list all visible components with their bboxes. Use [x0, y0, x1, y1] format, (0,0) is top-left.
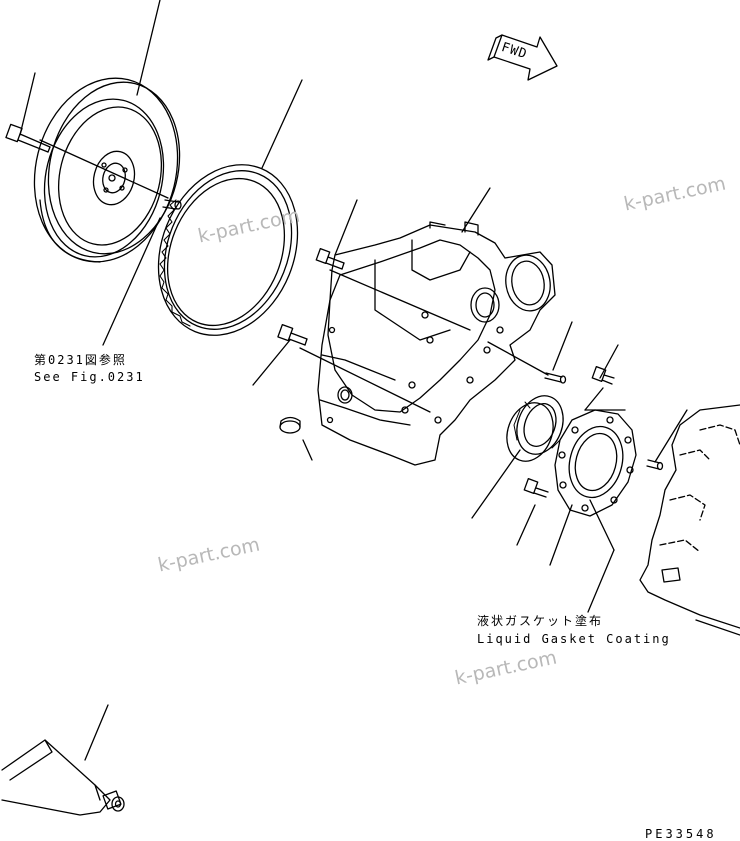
bolt-right [591, 366, 615, 385]
pin-far-right [646, 459, 664, 471]
gasket-tube [1, 739, 125, 816]
plug [279, 416, 301, 434]
flywheel-housing [317, 221, 556, 466]
leader-lines [19, 0, 740, 761]
oil-seal [506, 395, 564, 462]
housing-bolt-lower [277, 324, 308, 346]
liquid-gasket-label-english: Liquid Gasket Coating [477, 632, 671, 646]
pin-right [544, 372, 567, 384]
flywheel-bolt [5, 123, 51, 153]
ring-gear [157, 164, 299, 336]
flywheel [33, 77, 181, 263]
fwd-arrow-icon [487, 34, 558, 81]
cover-bolt [523, 478, 549, 498]
see-figure-label-japanese: 第0231図参照 [34, 353, 127, 367]
housing-bolt-upper [315, 248, 345, 270]
liquid-gasket-label-japanese: 液状ガスケット塗布 [477, 614, 604, 628]
dowel-pin [162, 199, 182, 210]
see-figure-label-english: See Fig.0231 [34, 370, 145, 384]
seal-cover [554, 409, 637, 517]
drawing-code: PE33548 [645, 827, 717, 841]
engine-block-partial [639, 404, 740, 629]
